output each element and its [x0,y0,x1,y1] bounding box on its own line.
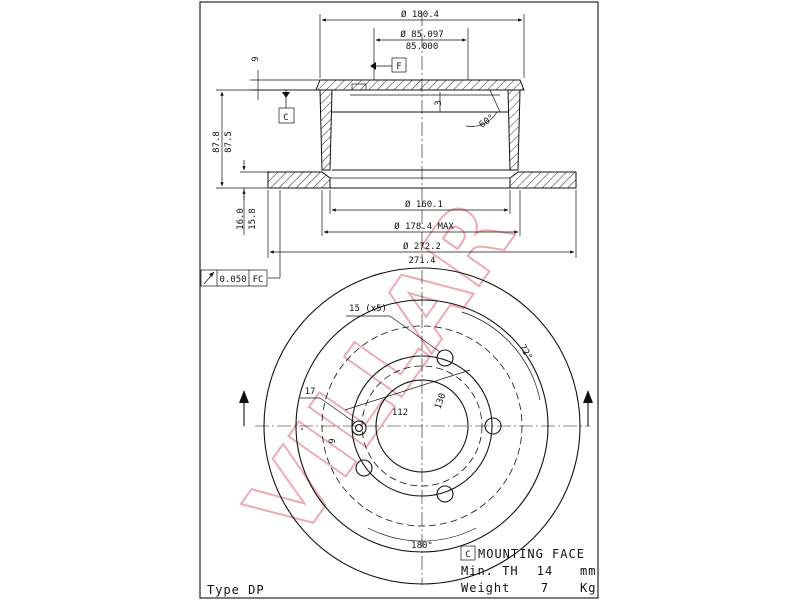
dim-thick-a: 16.0 [236,208,246,230]
dim-height-a: 87.8 [212,131,222,153]
section-arrow-left-icon [239,390,249,403]
datum-f-label: F [396,62,401,72]
weight-label: Weight [461,581,510,595]
dim-angle-60: 60° [478,113,497,131]
dim-pcd-112: 112 [392,408,408,418]
min-th-label: Min. TH [461,564,519,578]
hat-right-wall [507,89,521,171]
runout-tolerance-frame [200,269,268,287]
sheet-frame [199,1,599,599]
friction-ring-right [509,171,577,189]
dim-angle-180: 180° [411,541,433,551]
dim-d-outer-min: 271.4 [408,256,435,266]
tolerance-value: 0.050 [219,275,246,285]
dim-pcd-130: 130 [433,392,448,411]
min-th-unit: mm [580,564,596,578]
friction-ring-left [267,171,331,189]
dim-d-inner: Ø 160.1 [405,199,443,210]
dim-d-178: Ø 178.4 MAX [394,221,454,232]
weight-unit: Kg [580,581,596,595]
bolt-hole-4 [355,459,373,477]
dim-d-top: Ø 180.4 [401,9,439,20]
bolt-hole-3 [436,485,454,503]
bolt-hole-5 [351,420,367,436]
type-label: Type DP [207,583,265,597]
dim-d-hub-max: Ø 85.097 [400,29,443,40]
dim-angle-72: 72° [517,343,534,362]
dim-height-b: 87.5 [224,131,234,153]
mounting-face-note: MOUNTING FACE [478,547,585,561]
dim-d-outer-max: Ø 272.2 [403,241,441,252]
dim-small-3: 3 [434,100,444,105]
dim-bolt-9: 9 [328,438,338,443]
dim-thick-b: 15.8 [248,208,258,230]
mounting-ref-label: C [465,550,470,560]
tolerance-ref: FC [253,275,264,285]
dim-d-hub-min: 85.000 [406,42,439,52]
notes-block: C MOUNTING FACE Min. TH 14 mm Weight 7 K… [207,545,596,597]
mounting-ref-box [460,545,476,561]
plan-view: 15 (x5) 72° 17 9 112 130 180° [239,267,593,585]
bolt-hole-2 [484,417,502,435]
datum-c-label: C [283,113,288,123]
datum-f-box [391,57,407,73]
dim-hole-spec: 15 (x5) [349,304,387,314]
section-arrow-right-icon [583,390,593,403]
hat-left-wall [319,89,333,171]
hat-top-section [315,79,525,91]
datum-c-box [278,107,295,124]
dim-small-9-top: 9 [251,56,261,61]
weight-value: 7 [541,581,549,595]
bolt-hole-1 [436,349,454,367]
dim-bolt-17: 17 [305,387,316,397]
min-th-value: 14 [537,564,553,578]
section-view [267,12,577,256]
